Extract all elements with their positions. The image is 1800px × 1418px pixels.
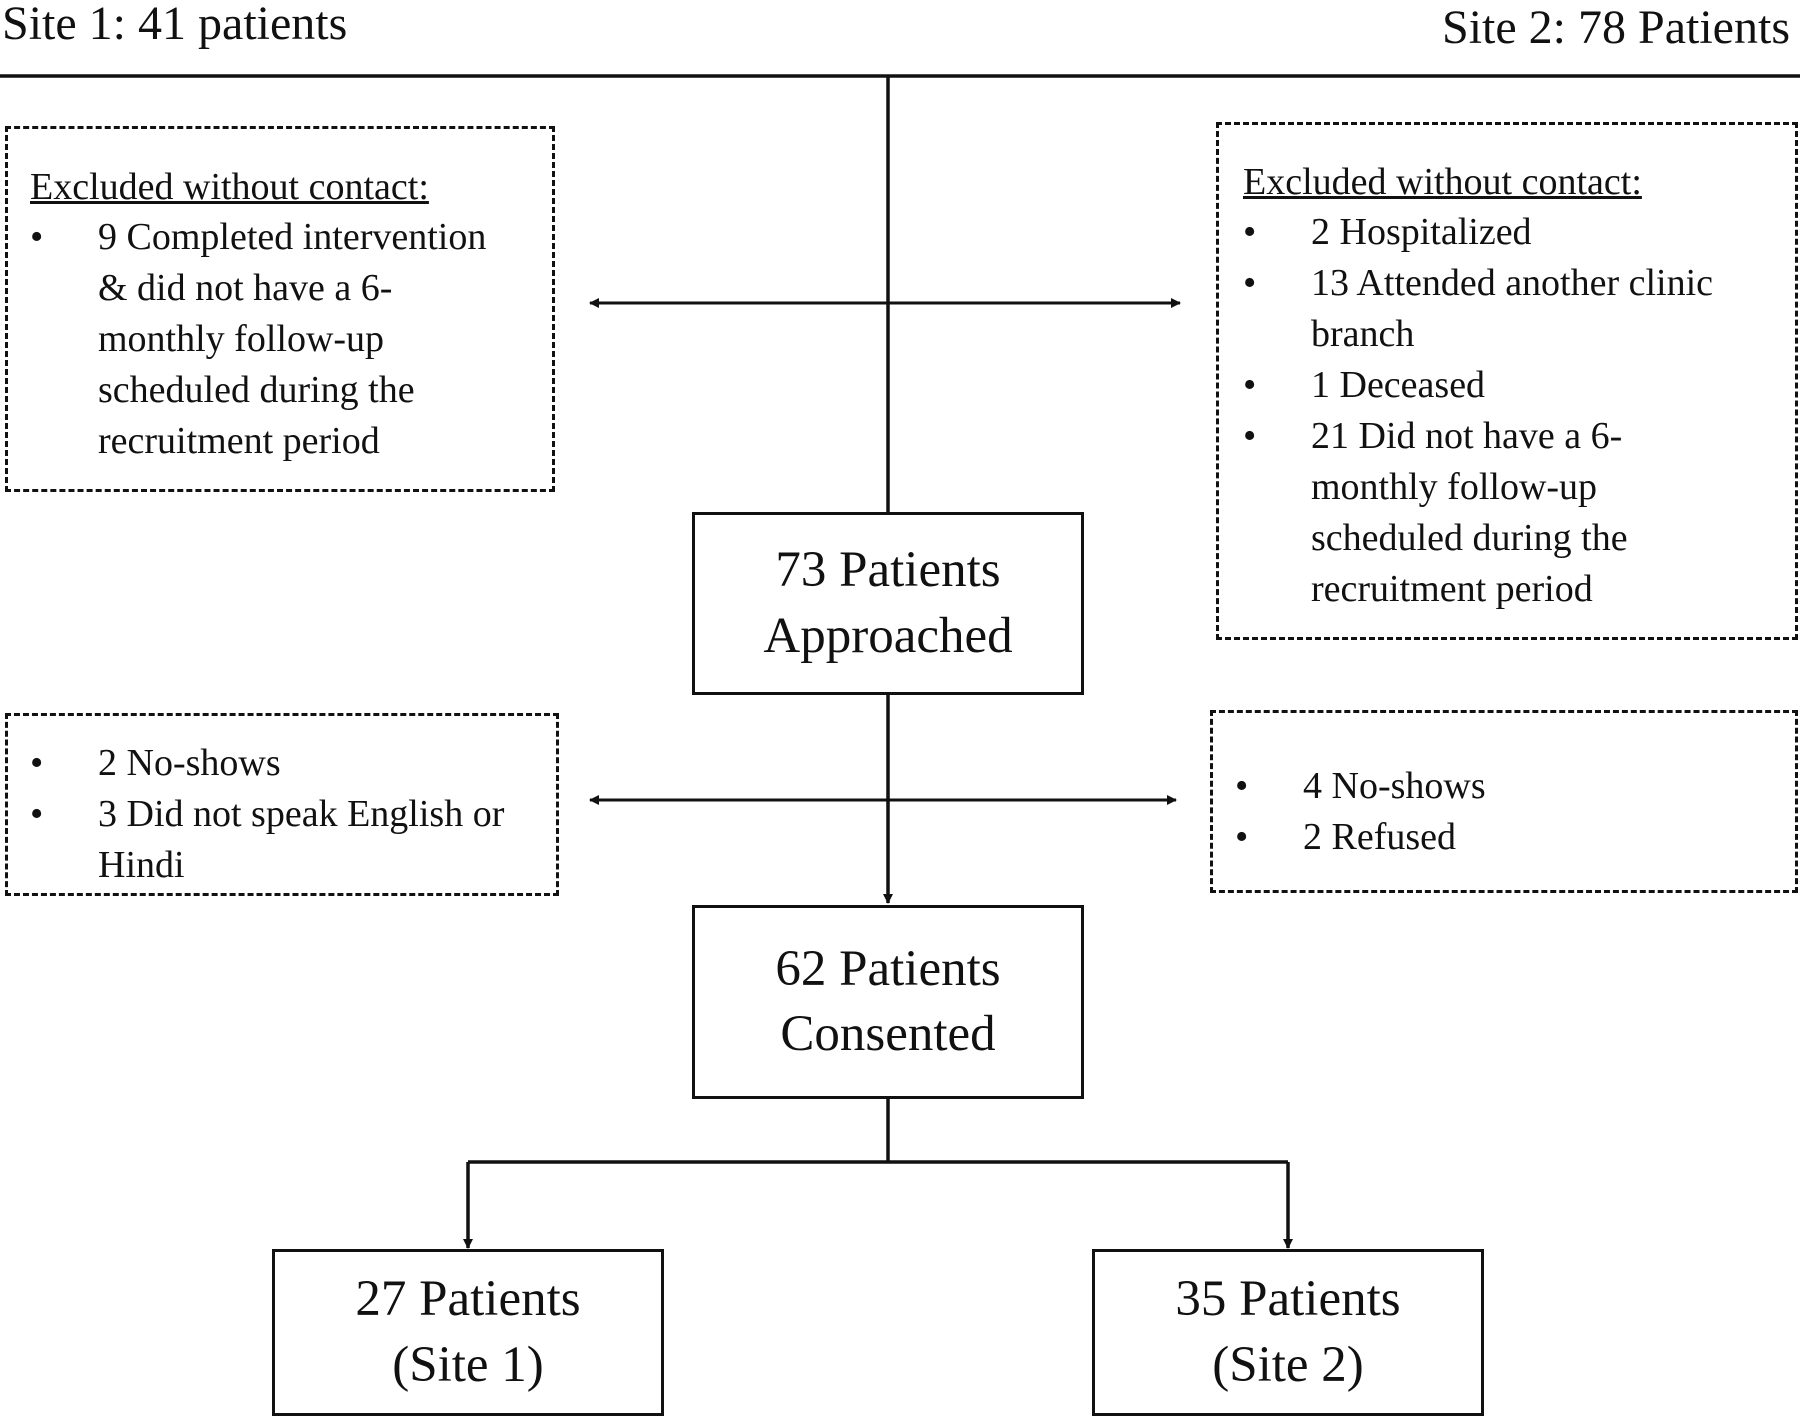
consented-label: Consented bbox=[780, 1006, 996, 1062]
list-item: 13 Attended another clinic branch bbox=[1243, 258, 1723, 360]
dropouts-right-list: 4 No-shows 2 Refused bbox=[1235, 761, 1715, 863]
list-item: 9 Completed intervention & did not have … bbox=[30, 212, 500, 467]
site-1-result-count: 27 Patients bbox=[355, 1271, 581, 1328]
list-item: 2 No-shows bbox=[30, 738, 510, 789]
dropouts-right-box: 4 No-shows 2 Refused bbox=[1210, 710, 1798, 893]
consented-box: 62 Patients Consented bbox=[692, 905, 1084, 1099]
list-item: 1 Deceased bbox=[1243, 360, 1723, 411]
site-1-result-box: 27 Patients (Site 1) bbox=[272, 1249, 664, 1416]
excluded-right-heading: Excluded without contact: bbox=[1243, 161, 1642, 203]
dropouts-left-box: 2 No-shows 3 Did not speak English or Hi… bbox=[5, 713, 559, 896]
dropouts-left-list: 2 No-shows 3 Did not speak English or Hi… bbox=[30, 738, 510, 891]
excluded-right-list: 2 Hospitalized 13 Attended another clini… bbox=[1243, 207, 1723, 615]
list-item: 2 Hospitalized bbox=[1243, 207, 1723, 258]
site-1-label: Site 1: 41 patients bbox=[2, 0, 348, 50]
excluded-left-heading: Excluded without contact: bbox=[30, 166, 429, 208]
approached-label: Approached bbox=[763, 607, 1013, 664]
list-item: 21 Did not have a 6-monthly follow-up sc… bbox=[1243, 411, 1723, 615]
site-1-result-label: (Site 1) bbox=[392, 1336, 544, 1393]
site-2-label: Site 2: 78 Patients bbox=[1442, 1, 1790, 54]
site-2-result-count: 35 Patients bbox=[1175, 1271, 1401, 1328]
site-2-result-label: (Site 2) bbox=[1212, 1336, 1364, 1393]
excluded-left-box: Excluded without contact: 9 Completed in… bbox=[5, 126, 555, 492]
consented-count: 62 Patients bbox=[775, 940, 1001, 997]
excluded-right-box: Excluded without contact: 2 Hospitalized… bbox=[1216, 122, 1798, 640]
approached-box: 73 Patients Approached bbox=[692, 512, 1084, 695]
site-2-result-box: 35 Patients (Site 2) bbox=[1092, 1249, 1484, 1416]
list-item: 3 Did not speak English or Hindi bbox=[30, 789, 510, 891]
list-item: 4 No-shows bbox=[1235, 761, 1715, 812]
approached-count: 73 Patients bbox=[775, 542, 1001, 599]
list-item: 2 Refused bbox=[1235, 812, 1715, 863]
excluded-left-list: 9 Completed intervention & did not have … bbox=[30, 212, 500, 467]
